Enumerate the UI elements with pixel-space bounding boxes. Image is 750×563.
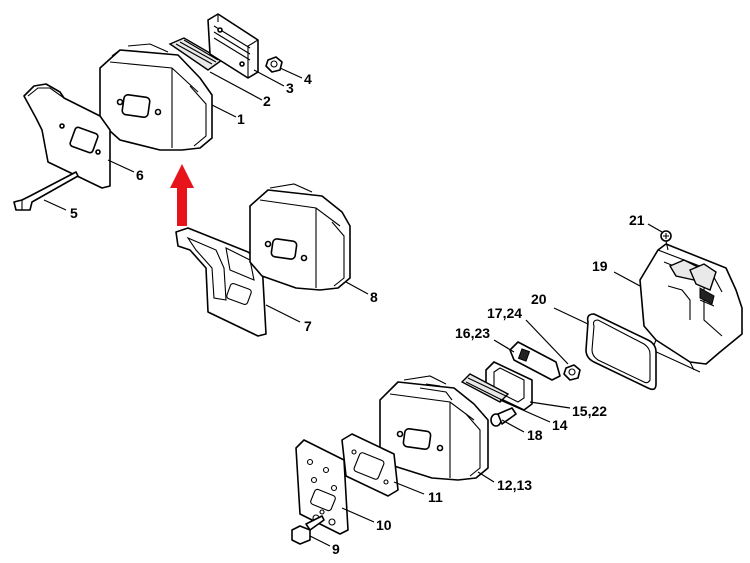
part-3-cover-plate [207,13,259,79]
part-10-plate [295,439,349,535]
callout-10: 10 [376,517,392,533]
callout-11: 11 [428,489,443,505]
callout-4: 4 [304,71,312,87]
callout-17-24: 17,24 [487,305,522,321]
callout-labels: 1 2 3 4 5 6 7 8 9 10 11 12,13 14 15,22 1… [70,71,645,557]
part-20-gasket [585,313,657,391]
callout-15-22: 15,22 [572,403,607,419]
red-arrow-shape [170,164,194,226]
part-19-housing [639,243,743,373]
callout-12-13: 12,13 [497,477,532,493]
callout-19: 19 [592,258,608,274]
callout-6: 6 [136,167,144,183]
part-7-gasket [175,227,267,337]
callout-21: 21 [629,212,645,228]
callout-5: 5 [70,205,78,221]
part-16-23-plate [509,341,561,381]
callout-1: 1 [237,111,245,127]
part-4-nut [265,56,283,73]
part-18-bolt [490,407,517,427]
callout-18: 18 [527,427,543,443]
callout-8: 8 [370,289,378,305]
red-arrow [170,164,194,226]
part-11-gasket [341,433,399,497]
leader-lines [43,67,663,547]
part-21-screw [660,230,672,251]
part-12-13-muffler [379,375,489,481]
part-8-muffler [249,183,351,291]
callout-14: 14 [552,417,568,433]
part-14-screen [460,373,510,403]
callout-2: 2 [263,93,271,109]
part-6-plate [23,83,111,189]
callout-9: 9 [332,541,340,557]
callout-20: 20 [531,291,547,307]
callout-3: 3 [286,80,294,96]
part-1-muffler [99,43,213,151]
part-17-24-nut [563,364,581,381]
part-5-bolt [13,171,79,211]
callout-16-23: 16,23 [455,325,490,341]
part-9-bolt [291,515,325,545]
callout-7: 7 [304,318,312,334]
